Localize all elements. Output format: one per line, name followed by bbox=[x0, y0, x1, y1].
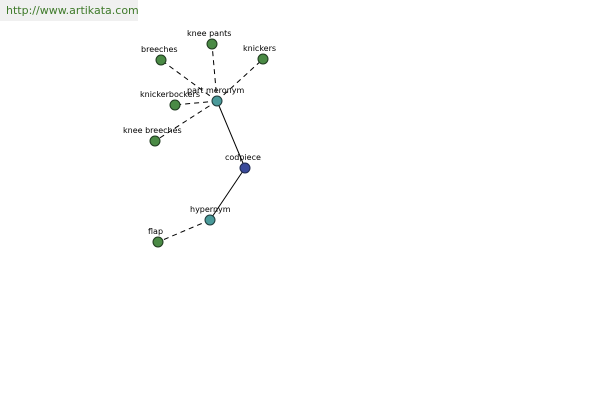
node-dot bbox=[149, 135, 161, 147]
node-dot bbox=[239, 162, 251, 174]
node-part-meronym[interactable]: part meronym bbox=[187, 86, 244, 107]
node-label: knickers bbox=[243, 44, 276, 53]
node-dot bbox=[204, 214, 216, 226]
edge-codpiece-part-meronym bbox=[216, 100, 246, 169]
node-dot bbox=[211, 95, 223, 107]
edge-part-meronym-knee-breeches bbox=[154, 100, 218, 142]
node-knickers[interactable]: knickers bbox=[243, 44, 276, 65]
edge-part-meronym-breeches bbox=[160, 59, 218, 102]
node-dot bbox=[155, 54, 167, 66]
node-breeches[interactable]: breeches bbox=[141, 45, 178, 66]
edge-hypernym-flap bbox=[157, 219, 211, 243]
node-label: codpiece bbox=[225, 153, 261, 162]
node-flap[interactable]: flap bbox=[148, 227, 164, 248]
node-codpiece[interactable]: codpiece bbox=[225, 153, 261, 174]
node-dot bbox=[152, 236, 164, 248]
edge-part-meronym-knee-pants bbox=[211, 43, 218, 102]
node-knee-breeches[interactable]: knee breeches bbox=[123, 126, 182, 147]
edge-codpiece-hypernym bbox=[209, 167, 246, 221]
node-label: knee breeches bbox=[123, 126, 182, 135]
node-knee-pants[interactable]: knee pants bbox=[187, 29, 231, 50]
node-dot bbox=[257, 53, 269, 65]
node-label: breeches bbox=[141, 45, 178, 54]
node-label: hypernym bbox=[190, 205, 231, 214]
node-dot bbox=[169, 99, 181, 111]
node-dot bbox=[206, 38, 218, 50]
edge-part-meronym-knickers bbox=[216, 58, 264, 102]
node-label: part meronym bbox=[187, 86, 244, 95]
edge-part-meronym-knickerbockers bbox=[174, 100, 218, 106]
source-url-banner[interactable]: http://www.artikata.com bbox=[0, 0, 139, 21]
node-hypernym[interactable]: hypernym bbox=[190, 205, 231, 226]
node-label: flap bbox=[148, 227, 163, 236]
node-label: knee pants bbox=[187, 29, 231, 38]
node-knickerbockers[interactable]: knickerbockers bbox=[140, 90, 200, 111]
node-label: knickerbockers bbox=[140, 90, 200, 99]
